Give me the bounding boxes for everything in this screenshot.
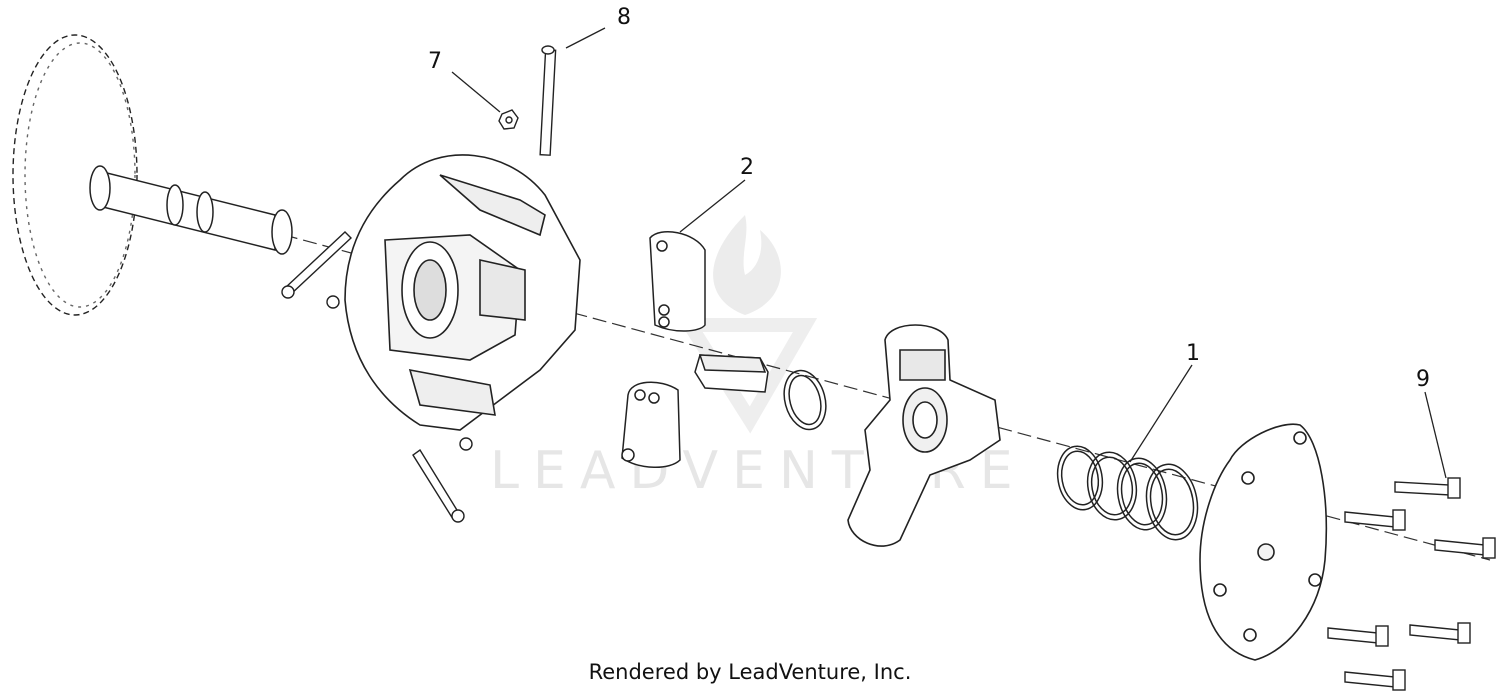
callout-2: 2 xyxy=(740,155,754,180)
rendered-by-footer: Rendered by LeadVenture, Inc. xyxy=(588,660,912,684)
housing-bolts xyxy=(281,231,473,523)
leader-lines xyxy=(451,27,1447,479)
pin-part-8 xyxy=(539,45,557,156)
roller-block xyxy=(694,354,769,393)
weight-part-2 xyxy=(649,231,706,332)
leader-line-1 xyxy=(1129,364,1193,463)
leader-line-9 xyxy=(1424,391,1447,479)
watermark-flame-icon xyxy=(713,215,781,315)
leader-line-2 xyxy=(679,179,746,233)
leader-line-7 xyxy=(451,71,501,113)
callout-labels: 8 7 2 1 9 xyxy=(428,5,1430,392)
clutch-housing xyxy=(344,154,581,431)
clip-ring xyxy=(783,369,827,431)
sheave-disc xyxy=(12,34,138,316)
callout-8: 8 xyxy=(617,5,631,30)
callout-1: 1 xyxy=(1186,341,1200,366)
drive-shaft xyxy=(89,165,293,255)
leader-line-8 xyxy=(565,27,606,49)
callout-7: 7 xyxy=(428,49,442,74)
callout-9: 9 xyxy=(1416,367,1430,392)
cover-plate xyxy=(1199,423,1328,661)
spring-part-1 xyxy=(1056,445,1199,541)
nut-part-7 xyxy=(498,109,519,130)
weight-lower xyxy=(621,381,681,468)
spider xyxy=(847,324,1001,547)
bolt-part-9 xyxy=(1327,477,1496,691)
